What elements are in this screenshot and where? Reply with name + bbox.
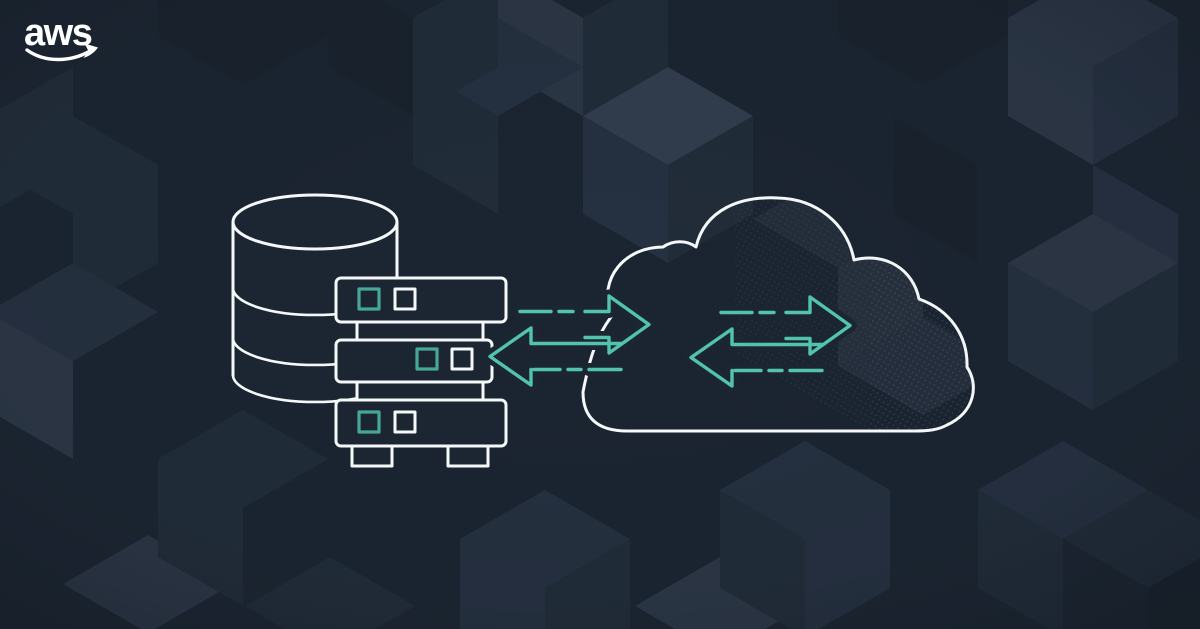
server-stack-icon	[334, 276, 508, 468]
arrow-right-icon	[583, 294, 651, 355]
server-indicator-teal-square	[357, 410, 381, 434]
arrow-left-icon	[488, 326, 623, 387]
server-indicator-teal-square	[357, 287, 381, 311]
server-rack	[334, 398, 508, 448]
aws-logo: aws	[24, 12, 98, 62]
arrow-pair-left	[483, 289, 656, 392]
arrow-left-icon	[689, 327, 824, 388]
transfer-arrows-icon	[483, 289, 857, 393]
server-indicator-white-square	[393, 287, 417, 311]
aws-logo-text: aws	[24, 12, 92, 54]
logo-smile-arrow-tip	[83, 43, 98, 58]
server-rack	[334, 338, 494, 384]
arrow-pair-right	[684, 290, 857, 393]
server-indicator-teal-square	[415, 347, 439, 371]
arrow-right-icon	[784, 295, 852, 356]
server-rack	[334, 276, 508, 324]
server-indicator-white-square	[450, 347, 474, 371]
server-indicator-white-square	[393, 410, 417, 434]
cylinder-top-ellipse	[231, 193, 399, 251]
logo-smile-icon	[25, 48, 92, 62]
